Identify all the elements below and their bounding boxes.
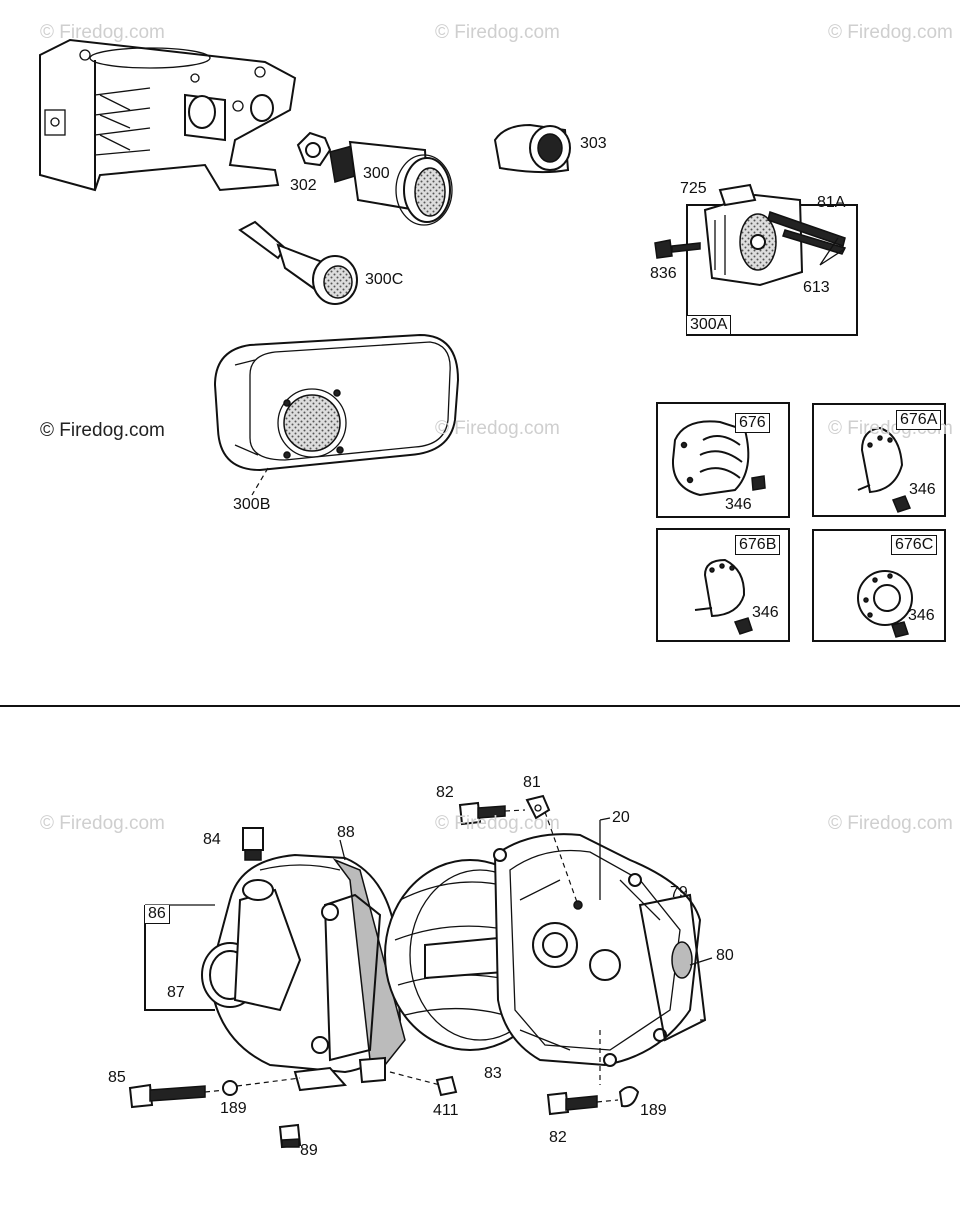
part-300B-muffler [213, 333, 460, 496]
label-89: 89 [300, 1142, 318, 1159]
label-300: 300 [363, 165, 390, 182]
label-346: 346 [725, 496, 752, 513]
label-88: 88 [337, 824, 355, 841]
box-676C [812, 529, 946, 642]
watermark: © Firedog.com [40, 813, 165, 834]
label-725: 725 [680, 180, 707, 197]
box-676A [812, 403, 946, 517]
label-79: 79 [670, 884, 688, 901]
watermark: © Firedog.com [828, 22, 953, 43]
label-85: 85 [108, 1069, 126, 1086]
label-189: 189 [220, 1100, 247, 1117]
part-302-gasket [296, 131, 332, 167]
label-613: 613 [803, 279, 830, 296]
engine-block [39, 38, 297, 192]
label-346: 346 [909, 481, 936, 498]
label-302: 302 [290, 177, 317, 194]
watermark: © Firedog.com [435, 22, 560, 43]
label-87: 87 [167, 984, 185, 1001]
box-label-676B: 676B [735, 535, 781, 555]
watermark: © Firedog.com [435, 813, 560, 834]
part-303-elbow [493, 123, 571, 174]
watermark: © Firedog.com [435, 418, 560, 439]
label-80: 80 [716, 947, 734, 964]
copyright-text: © Firedog.com [40, 420, 165, 441]
box-300A [654, 183, 858, 336]
box-label-300A: 300A [687, 315, 732, 334]
label-836: 836 [650, 265, 677, 282]
label-189: 189 [640, 1102, 667, 1119]
label-81A: 81A [817, 194, 846, 211]
label-82: 82 [549, 1129, 567, 1146]
watermark: © Firedog.com [828, 813, 953, 834]
label-83: 83 [484, 1065, 502, 1082]
box-676 [656, 402, 790, 518]
box-label-676C: 676C [891, 535, 938, 555]
label-81: 81 [523, 774, 541, 791]
box-86-frame [144, 905, 215, 1011]
label-82: 82 [436, 784, 454, 801]
part-300C-pipe [238, 220, 358, 305]
part-300-tube [329, 140, 453, 226]
crankcase-79 [493, 833, 707, 1067]
box-676B [656, 528, 790, 642]
label-346: 346 [752, 604, 779, 621]
box-label-676A: 676A [896, 410, 942, 430]
label-84: 84 [203, 831, 221, 848]
label-303: 303 [580, 135, 607, 152]
label-411: 411 [433, 1102, 459, 1119]
label-346: 346 [908, 607, 935, 624]
label-300C: 300C [365, 271, 404, 288]
crankcase-cover [201, 853, 406, 1092]
box-label-86: 86 [145, 905, 170, 924]
box-label-676: 676 [735, 413, 770, 433]
watermark: © Firedog.com [40, 22, 165, 43]
label-20: 20 [612, 809, 630, 826]
small-parts [128, 794, 713, 1149]
label-300B: 300B [233, 496, 271, 513]
